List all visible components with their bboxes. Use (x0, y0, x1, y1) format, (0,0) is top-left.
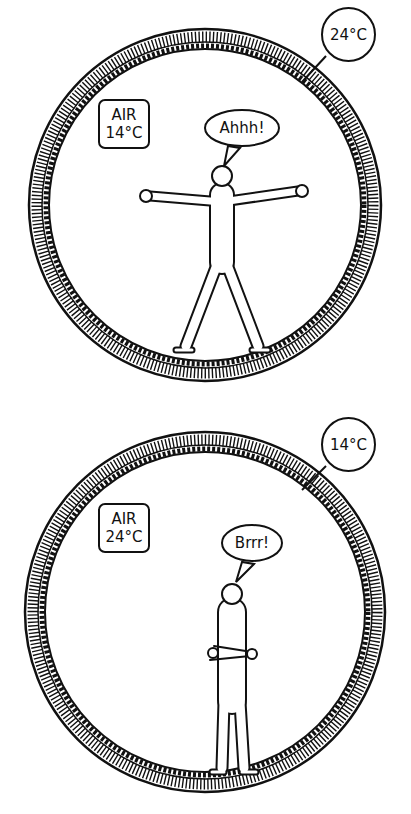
air-sign: AIR 24°C (98, 503, 150, 553)
temperature-text: 24°C (330, 26, 367, 44)
temperature-callout: 14°C (321, 417, 376, 472)
wall-ring (25, 432, 385, 792)
air-sign: AIR 14°C (98, 99, 150, 149)
person-figure (208, 584, 257, 772)
temperature-callout: 24°C (321, 7, 376, 62)
leader-line (302, 466, 326, 490)
bubble-tail (236, 562, 254, 582)
sign-text: AIR 24°C (105, 510, 142, 546)
temperature-text: 14°C (330, 436, 367, 454)
sign-text: AIR 14°C (105, 106, 142, 142)
speech-bubble: Ahhh! (204, 109, 280, 147)
wall-ring (29, 29, 381, 381)
person-figure (140, 166, 308, 350)
speech-bubble: Brrr! (221, 524, 283, 562)
leader-line (302, 56, 326, 82)
bubble-tail (224, 146, 240, 166)
speech-text: Ahhh! (220, 119, 265, 137)
speech-text: Brrr! (235, 534, 269, 552)
